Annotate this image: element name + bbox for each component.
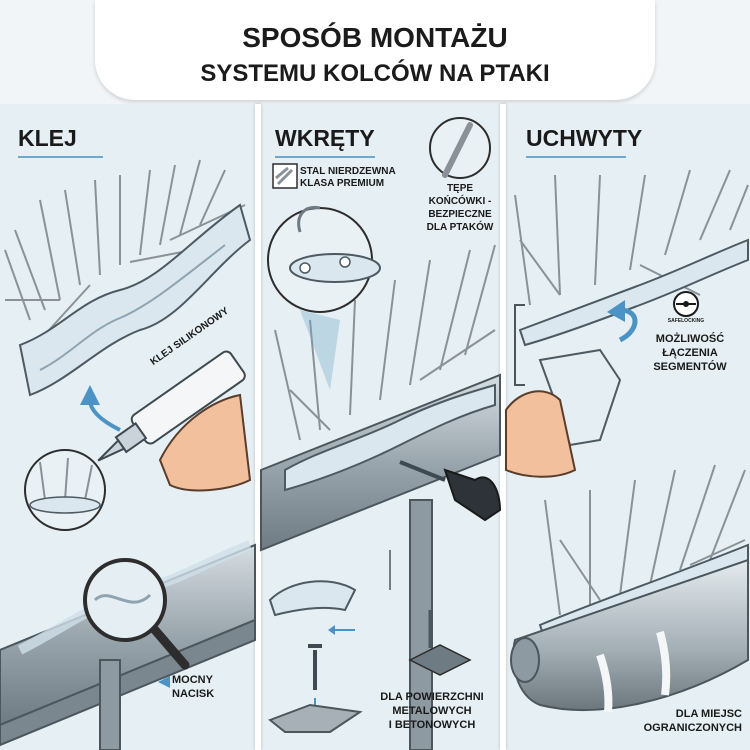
klej-illustration (0, 159, 256, 750)
panel-underline-klej (18, 156, 103, 158)
note-limited-spaces: DLA MIEJSC OGRANICZONYCH (630, 707, 742, 735)
note-stainless-steel: STAL NIERDZEWNA KLASA PREMIUM (300, 166, 400, 190)
gutter (512, 558, 749, 711)
note-mocny-nacisk: MOCNY NACISK (172, 674, 215, 700)
panel-label-wkrety: WKRĘTY (275, 125, 375, 151)
note-surfaces: DLA POWIERZCHNI METALOWYCH I BETONOWYCH (368, 690, 496, 732)
panel-label-uchwyty: UCHWYTY (526, 125, 643, 151)
note-joining-line3: SEGMENTÓW (653, 361, 727, 373)
note-blunt-tips-line1: TĘPE (446, 183, 474, 194)
page-title: SPOSÓB MONTAŻU (242, 22, 508, 53)
note-joining-segments: MOŻLIWOŚĆ ŁĄCZENIA SEGMENTÓW (640, 332, 740, 374)
note-surfaces-line3: I BETONOWYCH (388, 719, 476, 731)
silicone-tube (97, 350, 246, 462)
note-blunt-tips-line4: DLA PTAKÓW (426, 222, 494, 233)
note-stainless-steel-line2: KLASA PREMIUM (300, 178, 385, 189)
header-bar (0, 0, 750, 105)
panel-divider-2 (500, 104, 506, 750)
note-surfaces-line2: METALOWYCH (392, 705, 472, 717)
uchwyty-hand (505, 390, 577, 478)
note-joining-line2: ŁĄCZENIA (662, 347, 718, 359)
safelocking-badge-text: SAFELOCKING (667, 318, 705, 324)
header-tab (95, 0, 655, 100)
wkrety-illustration (260, 117, 502, 750)
note-blunt-tips: TĘPE KOŃCÓWKI - BEZPIECZNE DLA PTAKÓW (415, 182, 505, 234)
page-subtitle: SYSTEMU KOLCÓW NA PTAKI (200, 60, 550, 87)
klej-spike-strip (18, 203, 252, 397)
note-blunt-tips-line3: BEZPIECZNE (428, 209, 492, 220)
note-limited-line1: DLA MIEJSC (675, 708, 742, 720)
drill (443, 468, 502, 522)
note-blunt-tips-line2: KOŃCÓWKI - (428, 196, 492, 207)
panel-underline-wkrety (275, 156, 375, 158)
note-surfaces-line1: DLA POWIERZCHNI (380, 691, 484, 703)
klej-hand (158, 393, 252, 492)
uchwyty-illustration (505, 169, 749, 713)
note-limited-line2: OGRANICZONYCH (643, 722, 742, 734)
panel-label-klej: KLEJ (18, 125, 77, 151)
note-stainless-steel-line1: STAL NIERDZEWNA (300, 166, 396, 177)
panel-underline-uchwyty (526, 156, 626, 158)
note-joining-line1: MOŻLIWOŚĆ (655, 333, 725, 345)
panel-divider-1 (255, 104, 261, 750)
